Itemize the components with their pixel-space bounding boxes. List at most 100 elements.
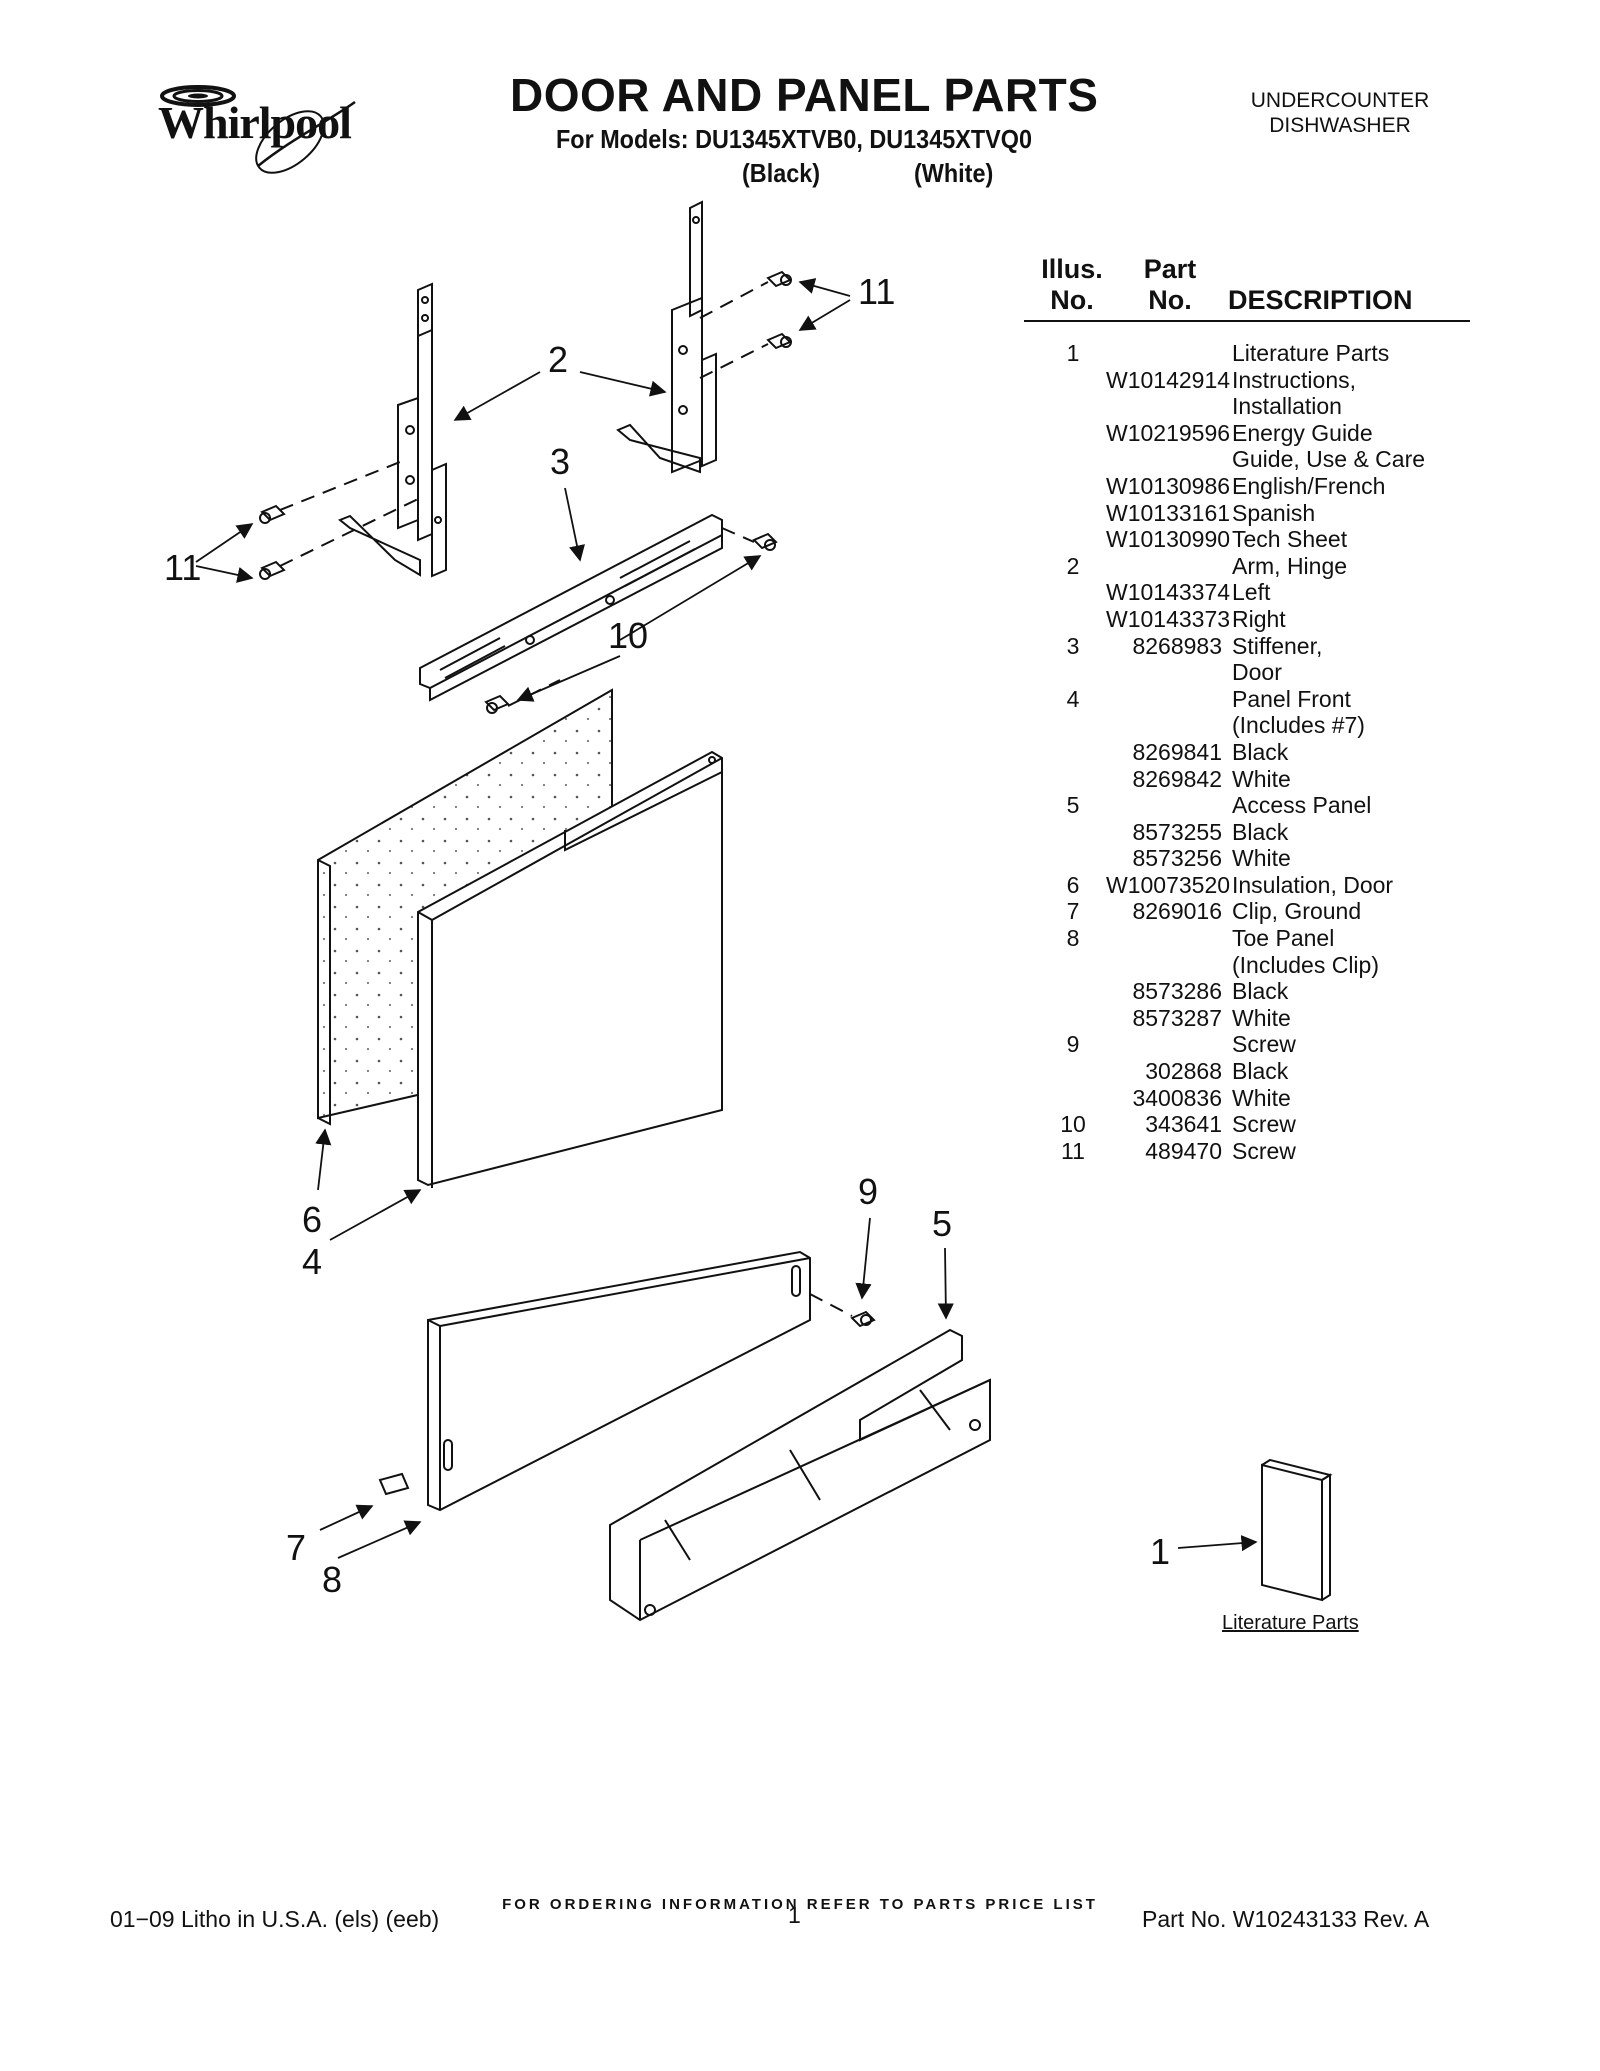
part-number: W10130986 xyxy=(1106,472,1231,499)
part-description: Clip, Ground xyxy=(1232,898,1362,925)
part-description: (Includes Clip) xyxy=(1232,951,1379,978)
illus-number: 1 xyxy=(1066,340,1080,366)
part-number: 8269016 xyxy=(1132,898,1222,925)
part-number: W10130990 xyxy=(1106,526,1231,553)
part-description: Arm, Hinge xyxy=(1232,552,1348,579)
table-row: 8 Toe Panel xyxy=(1010,925,1470,952)
callout-7: 7 xyxy=(286,1527,306,1568)
illus-number: 9 xyxy=(1066,1031,1080,1058)
page-title: DOOR AND PANEL PARTS xyxy=(510,69,1099,121)
part-number: W10143373 xyxy=(1106,605,1231,632)
callout-6: 6 xyxy=(302,1199,322,1240)
part-number: 8573255 xyxy=(1132,818,1222,845)
part-description: Installation xyxy=(1232,393,1342,420)
variant-white-label: (White) xyxy=(914,158,994,188)
table-row: 1 Literature Parts xyxy=(1010,340,1470,367)
illus-number: 8 xyxy=(1066,925,1080,952)
part-description: Screw xyxy=(1232,1031,1296,1058)
callout-5: 5 xyxy=(932,1203,952,1244)
assembly-lines xyxy=(279,281,853,1317)
header-illus-no: Illus. No. xyxy=(1041,254,1103,315)
part-number: 8573256 xyxy=(1132,845,1222,872)
whirlpool-logo xyxy=(160,85,356,174)
ground-clip-icon xyxy=(378,1472,410,1496)
callout-10: 10 xyxy=(608,615,648,656)
part-description: Instructions, xyxy=(1232,366,1356,393)
part-description: (Includes #7) xyxy=(1232,712,1365,739)
product-type-line2: DISHWASHER xyxy=(1269,114,1411,137)
access-panel xyxy=(609,1328,991,1622)
callout-3: 3 xyxy=(550,441,570,482)
part-description: White xyxy=(1232,765,1291,792)
document-part-number: Part No. W10243133 Rev. A xyxy=(1142,1906,1430,1932)
screw-icon xyxy=(766,332,792,350)
illus-number: 4 xyxy=(1066,685,1080,712)
table-row: (Includes #7) xyxy=(1010,712,1470,739)
part-description: Black xyxy=(1232,818,1289,845)
table-row: Installation xyxy=(1010,393,1470,420)
table-row: 4 Panel Front xyxy=(1010,686,1470,713)
part-description: Spanish xyxy=(1232,499,1316,526)
screw-icon xyxy=(259,504,286,524)
part-description: Stiffener, xyxy=(1232,632,1323,659)
callout-8: 8 xyxy=(322,1559,342,1600)
product-type: UNDERCOUNTER DISHWASHER xyxy=(1210,88,1470,138)
header-rule xyxy=(1024,320,1470,322)
table-row: 8573287 White xyxy=(1010,1005,1470,1032)
illus-number: 6 xyxy=(1066,871,1080,898)
callout-11-top: 11 xyxy=(858,271,895,312)
part-number: W10219596 xyxy=(1106,419,1231,446)
part-description: Screw xyxy=(1232,1137,1296,1164)
part-number: W10142914 xyxy=(1106,366,1231,393)
screw-icon xyxy=(484,694,510,714)
part-description: Guide, Use & Care xyxy=(1232,446,1426,473)
part-description: Right xyxy=(1232,605,1286,632)
part-description: Panel Front xyxy=(1232,685,1351,712)
part-description: Toe Panel xyxy=(1232,925,1335,952)
part-number: 8573287 xyxy=(1132,1004,1222,1031)
hinge-arm-left xyxy=(338,282,447,578)
part-description: White xyxy=(1232,1004,1291,1031)
part-number: 8268983 xyxy=(1132,632,1222,659)
litho-info: 01−09 Litho in U.S.A. (els) (eeb) xyxy=(110,1906,440,1932)
screw-icon xyxy=(766,270,792,288)
header-description: DESCRIPTION xyxy=(1228,285,1413,315)
part-number: W10073520 xyxy=(1106,871,1231,898)
model-list: For Models: DU1345XTVB0, DU1345XTVQ0 xyxy=(556,124,1032,154)
table-row: 9 Screw xyxy=(1010,1031,1470,1058)
part-description: Literature Parts xyxy=(1232,340,1390,366)
part-number: 302868 xyxy=(1145,1058,1222,1085)
table-row: 8573255 Black xyxy=(1010,819,1470,846)
part-description: Left xyxy=(1232,579,1271,606)
table-row: Guide, Use & Care xyxy=(1010,446,1470,473)
page-number: 1 xyxy=(788,1902,801,1928)
part-description: Black xyxy=(1232,738,1289,765)
illus-number: 11 xyxy=(1061,1137,1085,1164)
part-description: Energy Guide xyxy=(1232,419,1373,446)
hinge-arm-right xyxy=(616,200,717,474)
toe-panel xyxy=(427,1250,811,1512)
ordering-note: FOR ORDERING INFORMATION REFER TO PARTS … xyxy=(502,1896,1098,1913)
callout-11-left: 11 xyxy=(164,547,201,588)
part-number: 8573286 xyxy=(1132,978,1222,1005)
part-description: Insulation, Door xyxy=(1232,871,1394,898)
part-number: 8269842 xyxy=(1132,765,1222,792)
table-row: Door xyxy=(1010,659,1470,686)
